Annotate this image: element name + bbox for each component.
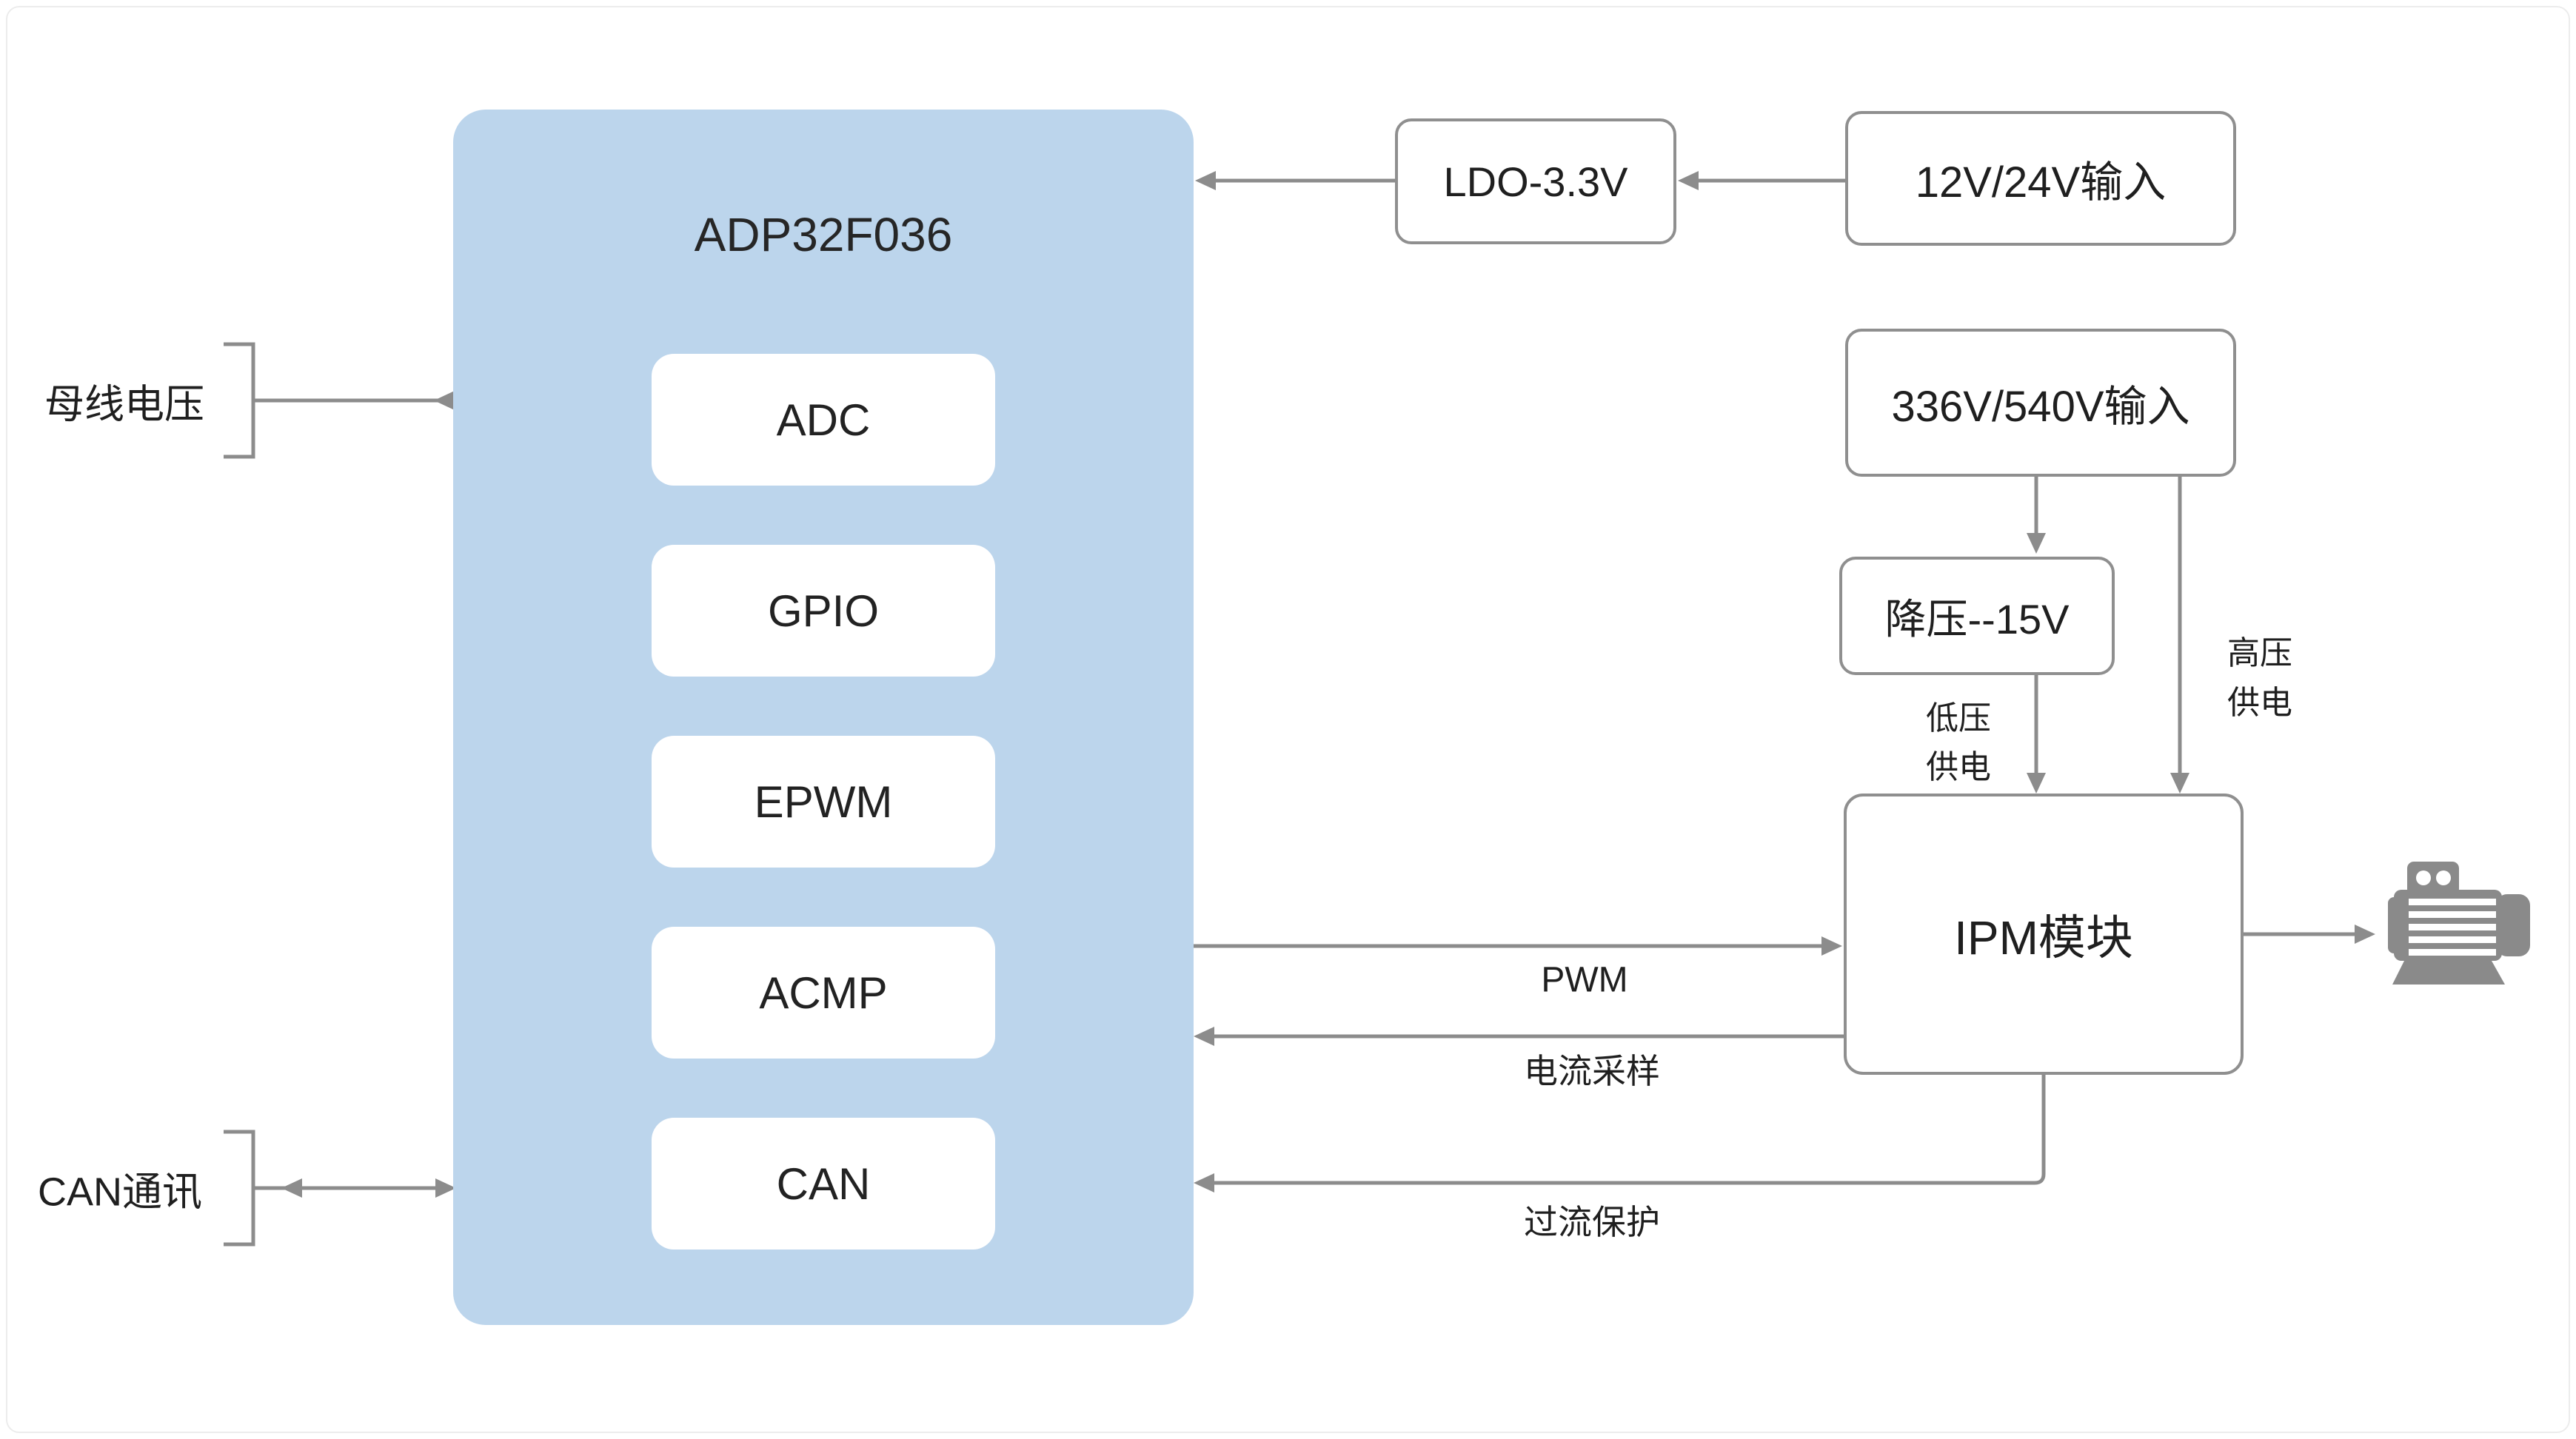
pwm-arrowhead	[1821, 936, 1842, 956]
peripheral-box-acmp: ACMP	[652, 927, 995, 1059]
input-336v540v-label: 336V/540V输入	[1891, 383, 2190, 431]
ldo-label: LDO-3.3V	[1443, 158, 1628, 205]
can-arrowhead-left	[281, 1178, 302, 1198]
peripheral-label-epwm: EPWM	[754, 776, 893, 827]
buck-box: 降压--15V	[1839, 557, 2115, 675]
to-ldo-arrowhead	[1678, 171, 1699, 190]
peripheral-box-can: CAN	[652, 1118, 995, 1250]
input-12v24v-label: 12V/24V输入	[1915, 158, 2167, 207]
peripheral-label-can: CAN	[776, 1158, 871, 1209]
high-supply-label-line1: 高压	[2227, 635, 2292, 671]
ipm-label: IPM模块	[1954, 911, 2133, 965]
lowsupply-arrowhead	[2027, 773, 2046, 794]
can-bracket	[224, 1130, 255, 1247]
input-12v24v-box: 12V/24V输入	[1845, 111, 2236, 246]
bus-voltage-arrowhead	[434, 390, 456, 411]
current-sample-label: 电流采样	[1524, 1052, 1660, 1090]
motor-icon	[2388, 862, 2530, 985]
bus-voltage-label: 母线电压	[44, 382, 204, 427]
low-supply-label-line1: 低压	[1926, 700, 1991, 737]
mcu-title: ADP32F036	[694, 208, 953, 261]
to-buck-arrowhead	[2027, 533, 2046, 554]
pwm-label: PWM	[1541, 960, 1628, 1000]
peripheral-box-epwm: EPWM	[652, 736, 995, 868]
bus-voltage-bracket	[224, 342, 255, 459]
high-supply-label-line2: 供电	[2227, 685, 2292, 721]
ipm-box: IPM模块	[1844, 794, 2244, 1075]
can-comm-label: CAN通讯	[37, 1170, 203, 1215]
peripheral-box-adc: ADC	[652, 354, 995, 486]
input-336v540v-box: 336V/540V输入	[1845, 329, 2236, 477]
overcurrent-arrowhead	[1194, 1173, 1214, 1193]
buck-label: 降压--15V	[1884, 595, 2070, 643]
peripheral-box-gpio: GPIO	[652, 545, 995, 677]
peripheral-label-gpio: GPIO	[767, 586, 880, 636]
low-supply-label-line2: 供电	[1926, 749, 1991, 785]
overcurrent-label: 过流保护	[1524, 1203, 1660, 1241]
peripheral-label-acmp: ACMP	[759, 967, 888, 1018]
ldo-box: LDO-3.3V	[1395, 118, 1676, 244]
to-mcu-arrowhead	[1195, 171, 1216, 190]
can-arrowhead-right	[435, 1178, 456, 1198]
to-motor-arrowhead	[2355, 925, 2375, 944]
peripheral-label-adc: ADC	[776, 395, 871, 445]
highsupply-arrowhead	[2170, 773, 2189, 794]
overcurrent-line	[1205, 1075, 2046, 1185]
current-sample-arrowhead	[1194, 1027, 1214, 1046]
